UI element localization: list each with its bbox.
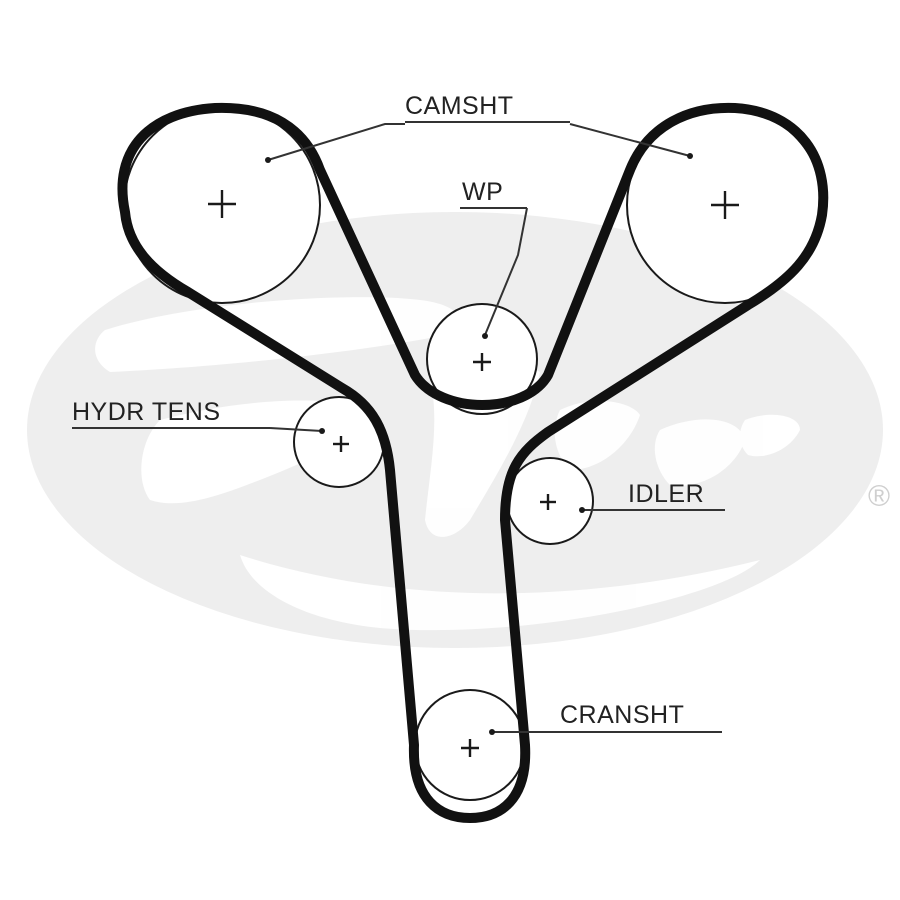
tensioner-center-icon [333,436,349,452]
hydraulic-tensioner-label: HYDR TENS [72,398,221,426]
leader-lines [72,121,725,735]
crankshaft-label: CRANSHT [560,701,684,729]
timing-belt [117,102,829,823]
idler-center-icon [540,494,556,510]
camshaft-right-center-icon [711,191,739,219]
idler-label: IDLER [628,480,704,508]
water-pump-center-icon [473,353,491,371]
pulley-center-marks [208,190,739,757]
camshaft-left-center-icon [208,190,236,218]
water-pump-label: WP [462,178,503,206]
camshaft-label: CAMSHT [405,92,514,120]
registered-mark: ® [868,480,890,513]
crankshaft-center-icon [461,739,479,757]
